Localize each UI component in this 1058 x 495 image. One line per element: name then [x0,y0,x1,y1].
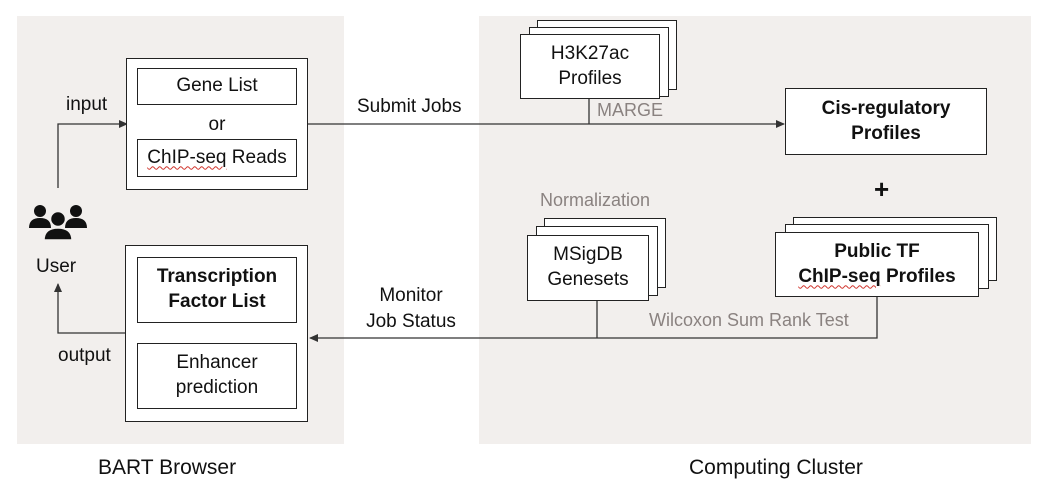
wilcoxon-test-label: Wilcoxon Sum Rank Test [649,310,849,330]
user-label: User [36,256,77,277]
bart-browser-caption: BART Browser [98,456,237,479]
normalization-label: Normalization [540,190,651,210]
output-label: output [58,345,111,366]
chip-seq-word: ChIP-seq [147,146,227,168]
gene-list-label: Gene List [176,75,258,97]
chip-seq-reads-box: ChIP-seq Reads [137,139,297,177]
public-chip-seq-word: ChIP-seq [798,265,881,287]
or-label: or [208,114,226,135]
monitor-job-arrow [309,296,878,342]
user-group-icon [29,205,87,241]
submit-jobs-label: Submit Jobs [357,96,462,117]
marge-label: MARGE [597,100,664,120]
plus-sign: + [874,174,890,204]
computing-cluster-caption: Computing Cluster [689,456,863,479]
gene-list-box: Gene List [137,68,297,105]
input-label: input [66,94,108,115]
chip-seq-reads-label: ChIP-seq Reads [147,146,287,168]
input-arrow [57,120,128,188]
output-arrow [54,283,125,334]
